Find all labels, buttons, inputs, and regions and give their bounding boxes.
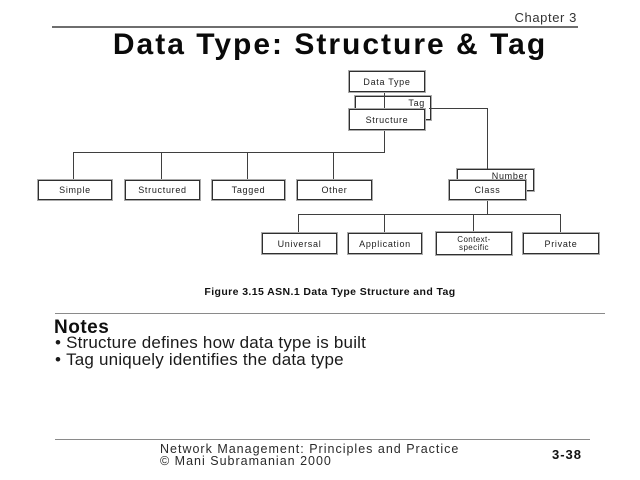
node-context-specific-label: Context-specific — [457, 234, 491, 252]
page-title: Data Type: Structure & Tag — [112, 28, 548, 61]
notes-bullet: Structure defines how data type is built — [55, 334, 366, 352]
node-data-type-label: Data Type — [363, 76, 411, 87]
node-other: Other — [297, 180, 372, 200]
node-tagged-label: Tagged — [231, 185, 266, 195]
footer-credit: Network Management: Principles and Pract… — [160, 442, 460, 468]
connector-drop-context — [473, 214, 474, 233]
connector-tag-right — [429, 108, 488, 109]
node-structure: Structure — [349, 109, 425, 130]
chapter-label: Chapter 3 — [514, 10, 577, 25]
page-number: 3-38 — [552, 447, 583, 462]
connector-drop-application — [384, 214, 385, 233]
footer-credit-line1: Network Management: Principles and Pract… — [160, 442, 460, 456]
node-class-label: Class — [474, 185, 501, 195]
connector-class-down — [487, 198, 488, 214]
node-structured: Structured — [125, 180, 200, 200]
node-tagged: Tagged — [212, 180, 285, 200]
node-application-label: Application — [359, 238, 411, 249]
node-data-type: Data Type — [349, 71, 425, 92]
figure-caption: Figure 3.15 ASN.1 Data Type Structure an… — [204, 286, 456, 298]
notes-list: Structure defines how data type is built… — [55, 334, 366, 369]
connector-drop-private — [560, 214, 561, 233]
connector-datatype-structure — [384, 90, 385, 109]
asn1-tree-diagram: Data Type Tag Structure Simple Structure… — [38, 71, 599, 255]
node-simple-label: Simple — [59, 185, 91, 195]
connector-structure-down — [384, 128, 385, 152]
connector-tag-number — [487, 108, 488, 169]
node-simple: Simple — [38, 180, 112, 200]
connector-row1-horizontal — [73, 152, 385, 153]
footer-credit-line2: © Mani Subramanian 2000 — [160, 453, 332, 468]
node-universal: Universal — [262, 233, 337, 254]
node-class: Class — [449, 180, 526, 200]
connector-row2-horizontal — [298, 214, 560, 215]
node-structured-label: Structured — [138, 185, 187, 195]
node-other-label: Other — [321, 185, 348, 195]
node-tag-label: Tag — [408, 98, 425, 108]
node-universal-label: Universal — [277, 238, 322, 249]
connector-drop-universal — [298, 214, 299, 233]
node-application: Application — [348, 233, 422, 254]
node-number-label: Number — [491, 171, 528, 181]
connector-drop-structured — [161, 152, 162, 180]
connector-drop-tagged — [247, 152, 248, 180]
notes-bullet: Tag uniquely identifies the data type — [55, 351, 366, 369]
node-private: Private — [523, 233, 599, 254]
connector-drop-other — [333, 152, 334, 180]
footer-divider — [55, 439, 590, 440]
header-divider — [52, 26, 578, 28]
node-private-label: Private — [544, 238, 578, 249]
notes-divider — [55, 313, 605, 314]
connector-drop-simple — [73, 152, 74, 180]
node-structure-label: Structure — [365, 114, 409, 125]
node-context-specific: Context-specific — [436, 232, 512, 255]
